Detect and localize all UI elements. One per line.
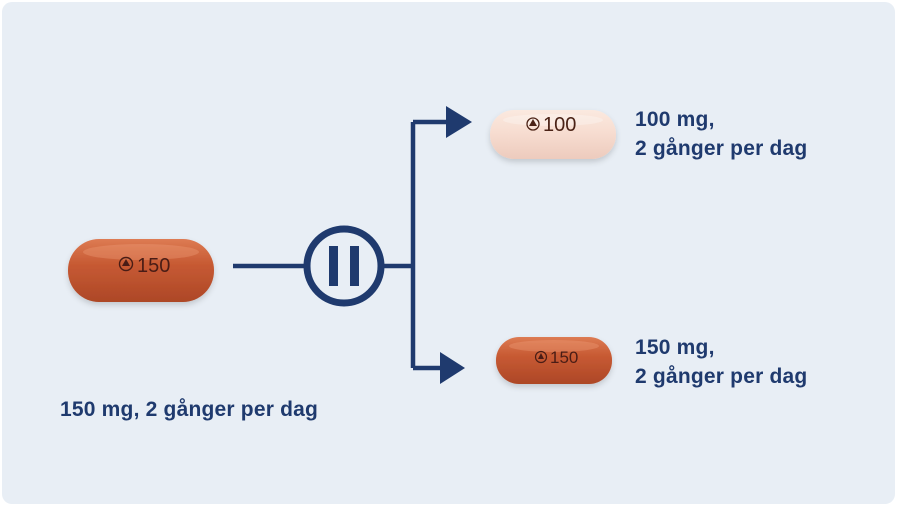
- bottom-pill-imprint: 150: [550, 348, 578, 367]
- top-dose-line-2: 2 gånger per dag: [635, 137, 808, 160]
- manufacturer-logo-icon: [534, 350, 548, 364]
- bottom-dose-line-1: 150 mg,: [635, 336, 715, 359]
- bottom-arrow-icon: [440, 352, 465, 384]
- top-pill-imprint: 100: [543, 114, 576, 136]
- bottom-pill: 150: [496, 337, 612, 384]
- top-dose-line-1: 100 mg,: [635, 108, 715, 131]
- pause-icon: [303, 225, 385, 307]
- top-dose-label: 100 mg, 2 gånger per dag: [635, 105, 807, 163]
- top-pill: 100: [490, 110, 616, 159]
- start-pill-imprint: 150: [137, 255, 170, 277]
- bottom-dose-line-2: 2 gånger per dag: [635, 365, 808, 388]
- start-pill: 150: [68, 239, 214, 302]
- bottom-dose-label: 150 mg, 2 gånger per dag: [635, 333, 807, 391]
- start-dose-label: 150 mg, 2 gånger per dag: [60, 398, 319, 421]
- top-arrow-icon: [446, 106, 472, 138]
- manufacturer-logo-icon: [526, 117, 540, 131]
- manufacturer-logo-icon: [118, 256, 134, 272]
